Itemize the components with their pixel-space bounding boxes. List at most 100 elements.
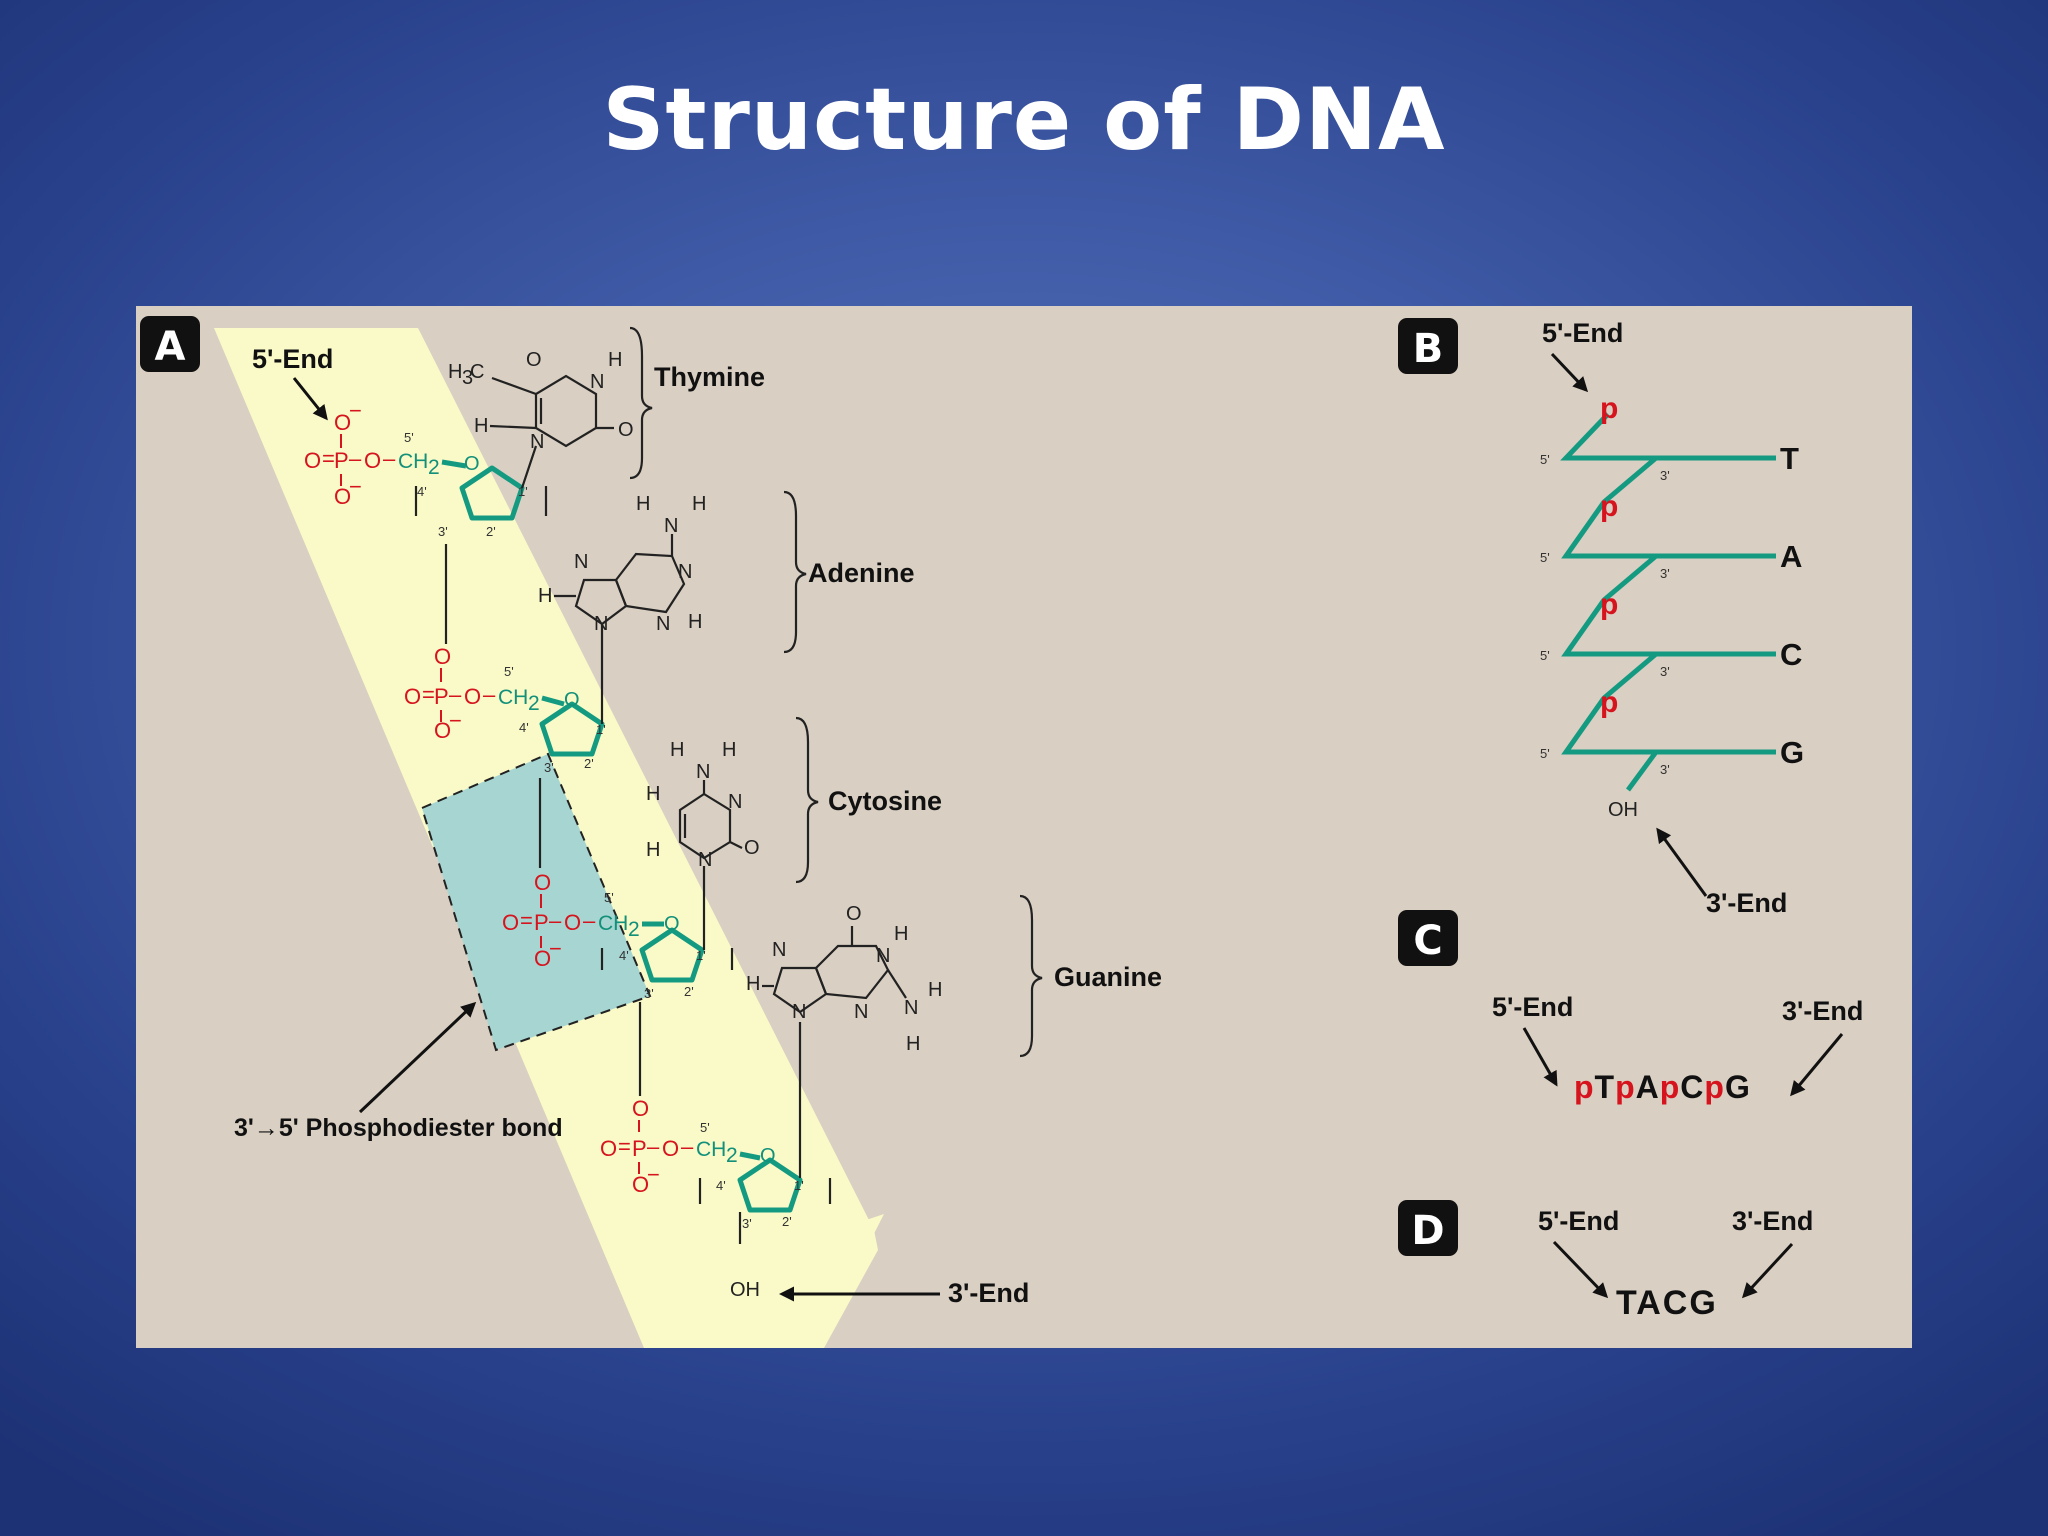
svg-text:H: H (746, 973, 760, 995)
svg-text:O: O (364, 448, 381, 473)
panel-b-phosphate-1: p (1600, 392, 1618, 425)
panel-c-three-end-label: 3'-End (1782, 996, 1863, 1026)
svg-text:B: B (1413, 326, 1444, 372)
svg-text:O: O (526, 349, 542, 371)
svg-text:–: – (349, 446, 362, 471)
svg-text:3': 3' (544, 760, 554, 775)
svg-text:N: N (696, 761, 710, 783)
svg-text:4': 4' (417, 484, 427, 499)
svg-text:−: − (349, 398, 362, 423)
panel-c-seq-char: p (1615, 1069, 1636, 1105)
svg-text:H: H (474, 415, 488, 437)
svg-text:H: H (692, 493, 706, 515)
svg-text:OH: OH (1608, 799, 1638, 821)
svg-text:2: 2 (428, 456, 440, 479)
svg-text:=: = (322, 446, 335, 471)
svg-text:1': 1' (518, 484, 528, 499)
panel-b-base-g: G (1780, 735, 1804, 770)
svg-text:P: P (534, 910, 549, 935)
svg-text:N: N (678, 561, 692, 583)
panel-c-seq-char: T (1595, 1069, 1616, 1105)
svg-text:N: N (904, 997, 918, 1019)
svg-text:O: O (404, 684, 421, 709)
svg-text:2: 2 (628, 918, 640, 941)
panel-a-five-end-label: 5'-End (252, 344, 333, 374)
svg-text:=: = (422, 682, 435, 707)
phosphodiester-box (420, 752, 652, 1052)
svg-text:5': 5' (504, 664, 514, 679)
svg-text:2': 2' (584, 756, 594, 771)
svg-text:N: N (530, 431, 544, 453)
panel-c-seq-char: C (1680, 1069, 1704, 1105)
svg-text:3': 3' (742, 1216, 752, 1231)
svg-text:1': 1' (794, 1178, 804, 1193)
svg-text:O: O (632, 1172, 649, 1197)
svg-text:O: O (464, 453, 480, 475)
svg-text:O: O (632, 1096, 649, 1121)
svg-text:5': 5' (1540, 550, 1550, 565)
svg-text:O: O (434, 644, 451, 669)
panel-c-seq-char: G (1725, 1069, 1751, 1105)
svg-text:–: – (583, 908, 596, 933)
svg-text:N: N (854, 1001, 868, 1023)
svg-text:O: O (600, 1136, 617, 1161)
svg-text:N: N (574, 551, 588, 573)
svg-text:N: N (698, 849, 712, 871)
svg-text:5': 5' (604, 890, 614, 905)
svg-text:1': 1' (696, 948, 706, 963)
svg-text:–: – (449, 682, 462, 707)
svg-text:H: H (646, 839, 660, 861)
panel-c-seq-char: p (1660, 1069, 1681, 1105)
svg-text:4': 4' (716, 1178, 726, 1193)
svg-text:2: 2 (528, 692, 540, 715)
svg-text:C: C (1413, 918, 1442, 964)
panel-b-phosphate-3: p (1600, 588, 1618, 621)
svg-text:–: – (383, 446, 396, 471)
panel-d-sequence: TACG (1616, 1284, 1718, 1322)
svg-text:3': 3' (1660, 664, 1670, 679)
svg-text:4': 4' (619, 948, 629, 963)
svg-text:H: H (894, 923, 908, 945)
svg-text:N: N (876, 945, 890, 967)
svg-text:CH: CH (398, 450, 428, 473)
panel-b-badge: B (1398, 318, 1458, 374)
svg-text:D: D (1411, 1208, 1444, 1254)
svg-text:–: – (549, 908, 562, 933)
svg-text:–: – (483, 682, 496, 707)
svg-text:3': 3' (1660, 566, 1670, 581)
svg-text:H: H (636, 493, 650, 515)
panel-d-three-end-arrow (1741, 1242, 1794, 1299)
svg-text:H: H (722, 739, 736, 761)
svg-text:H: H (646, 783, 660, 805)
svg-text:O: O (502, 910, 519, 935)
svg-text:3': 3' (438, 524, 448, 539)
svg-text:N: N (590, 371, 604, 393)
svg-text:H: H (906, 1033, 920, 1055)
svg-text:A: A (155, 324, 186, 370)
svg-text:−: − (449, 708, 462, 733)
svg-text:H: H (448, 361, 462, 383)
panel-b-five-end-label: 5'-End (1542, 318, 1623, 348)
panel-c-five-end-arrow (1522, 1027, 1558, 1087)
svg-text:5': 5' (1540, 648, 1550, 663)
svg-text:P: P (434, 684, 449, 709)
svg-text:2': 2' (782, 1214, 792, 1229)
svg-text:O: O (304, 448, 321, 473)
svg-text:=: = (520, 908, 533, 933)
panel-b-base-c: C (1780, 637, 1802, 672)
svg-text:N: N (594, 613, 608, 635)
panel-d-three-end-label: 3'-End (1732, 1206, 1813, 1236)
svg-text:N: N (656, 613, 670, 635)
panel-a-five-end-arrow (292, 377, 328, 421)
svg-text:3': 3' (644, 986, 654, 1001)
svg-text:C: C (470, 361, 484, 383)
panel-c-three-end-arrow (1790, 1033, 1844, 1097)
svg-text:CH: CH (598, 912, 628, 935)
svg-text:H: H (688, 611, 702, 633)
svg-text:4': 4' (519, 720, 529, 735)
svg-text:O: O (334, 410, 351, 435)
